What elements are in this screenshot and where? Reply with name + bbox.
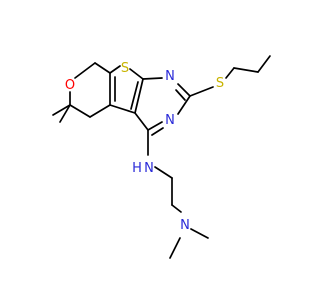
bond-ch2-o [74, 62, 96, 79]
bond-s-ch2 [225, 67, 235, 79]
bond-ch2-ch3 [257, 55, 271, 73]
molecule-structure-diagram: S N N S O H N N [52, 55, 271, 259]
bond-c8a-n1 [142, 77, 163, 80]
amine-nh-n-label: N [144, 161, 154, 176]
bond-c2-n3 [177, 95, 191, 115]
bond-c4a-c3a [109, 104, 136, 114]
bond-ch2-c7a [94, 62, 111, 74]
bond-n-methyl-right [190, 228, 209, 239]
bond-c7a-s [109, 65, 121, 74]
bond-n3-c4 [147, 121, 163, 131]
bond-n1-c2 [177, 83, 191, 97]
bond-n3-c4-double [151, 127, 164, 136]
bond-c8a-c4a [134, 78, 144, 114]
bond-n-methyl-left [169, 237, 181, 259]
pyran-oxygen-label: O [65, 78, 75, 93]
bond-methyl-2 [52, 104, 71, 116]
bond-cme2-ch2 [69, 104, 91, 118]
pyrimidine-n1-label: N [165, 69, 175, 84]
atom-labels: S N N S O H N N [65, 61, 224, 233]
thiophene-sulfur-label: S [121, 61, 129, 76]
bond-ch2-c3a [89, 104, 111, 118]
bond-n1-c2-double [175, 89, 186, 101]
bond-methyl-1 [59, 104, 71, 123]
bond-c2-s [189, 86, 214, 97]
propyl-sulfur-label: S [216, 76, 224, 91]
bond-c8a-c4a-double [130, 81, 139, 110]
bond-ch2-ch2 [233, 67, 259, 73]
bond-ch2-n [171, 204, 182, 213]
bond-nh-ch2 [154, 166, 173, 179]
pyrimidine-n3-label: N [165, 113, 175, 128]
bond-c4-c4a [134, 112, 149, 131]
bond-s-c8a [129, 68, 144, 80]
dimethylamine-n-label: N [180, 218, 190, 233]
bonds [52, 55, 271, 259]
amine-nh-h-label: H [132, 161, 142, 176]
